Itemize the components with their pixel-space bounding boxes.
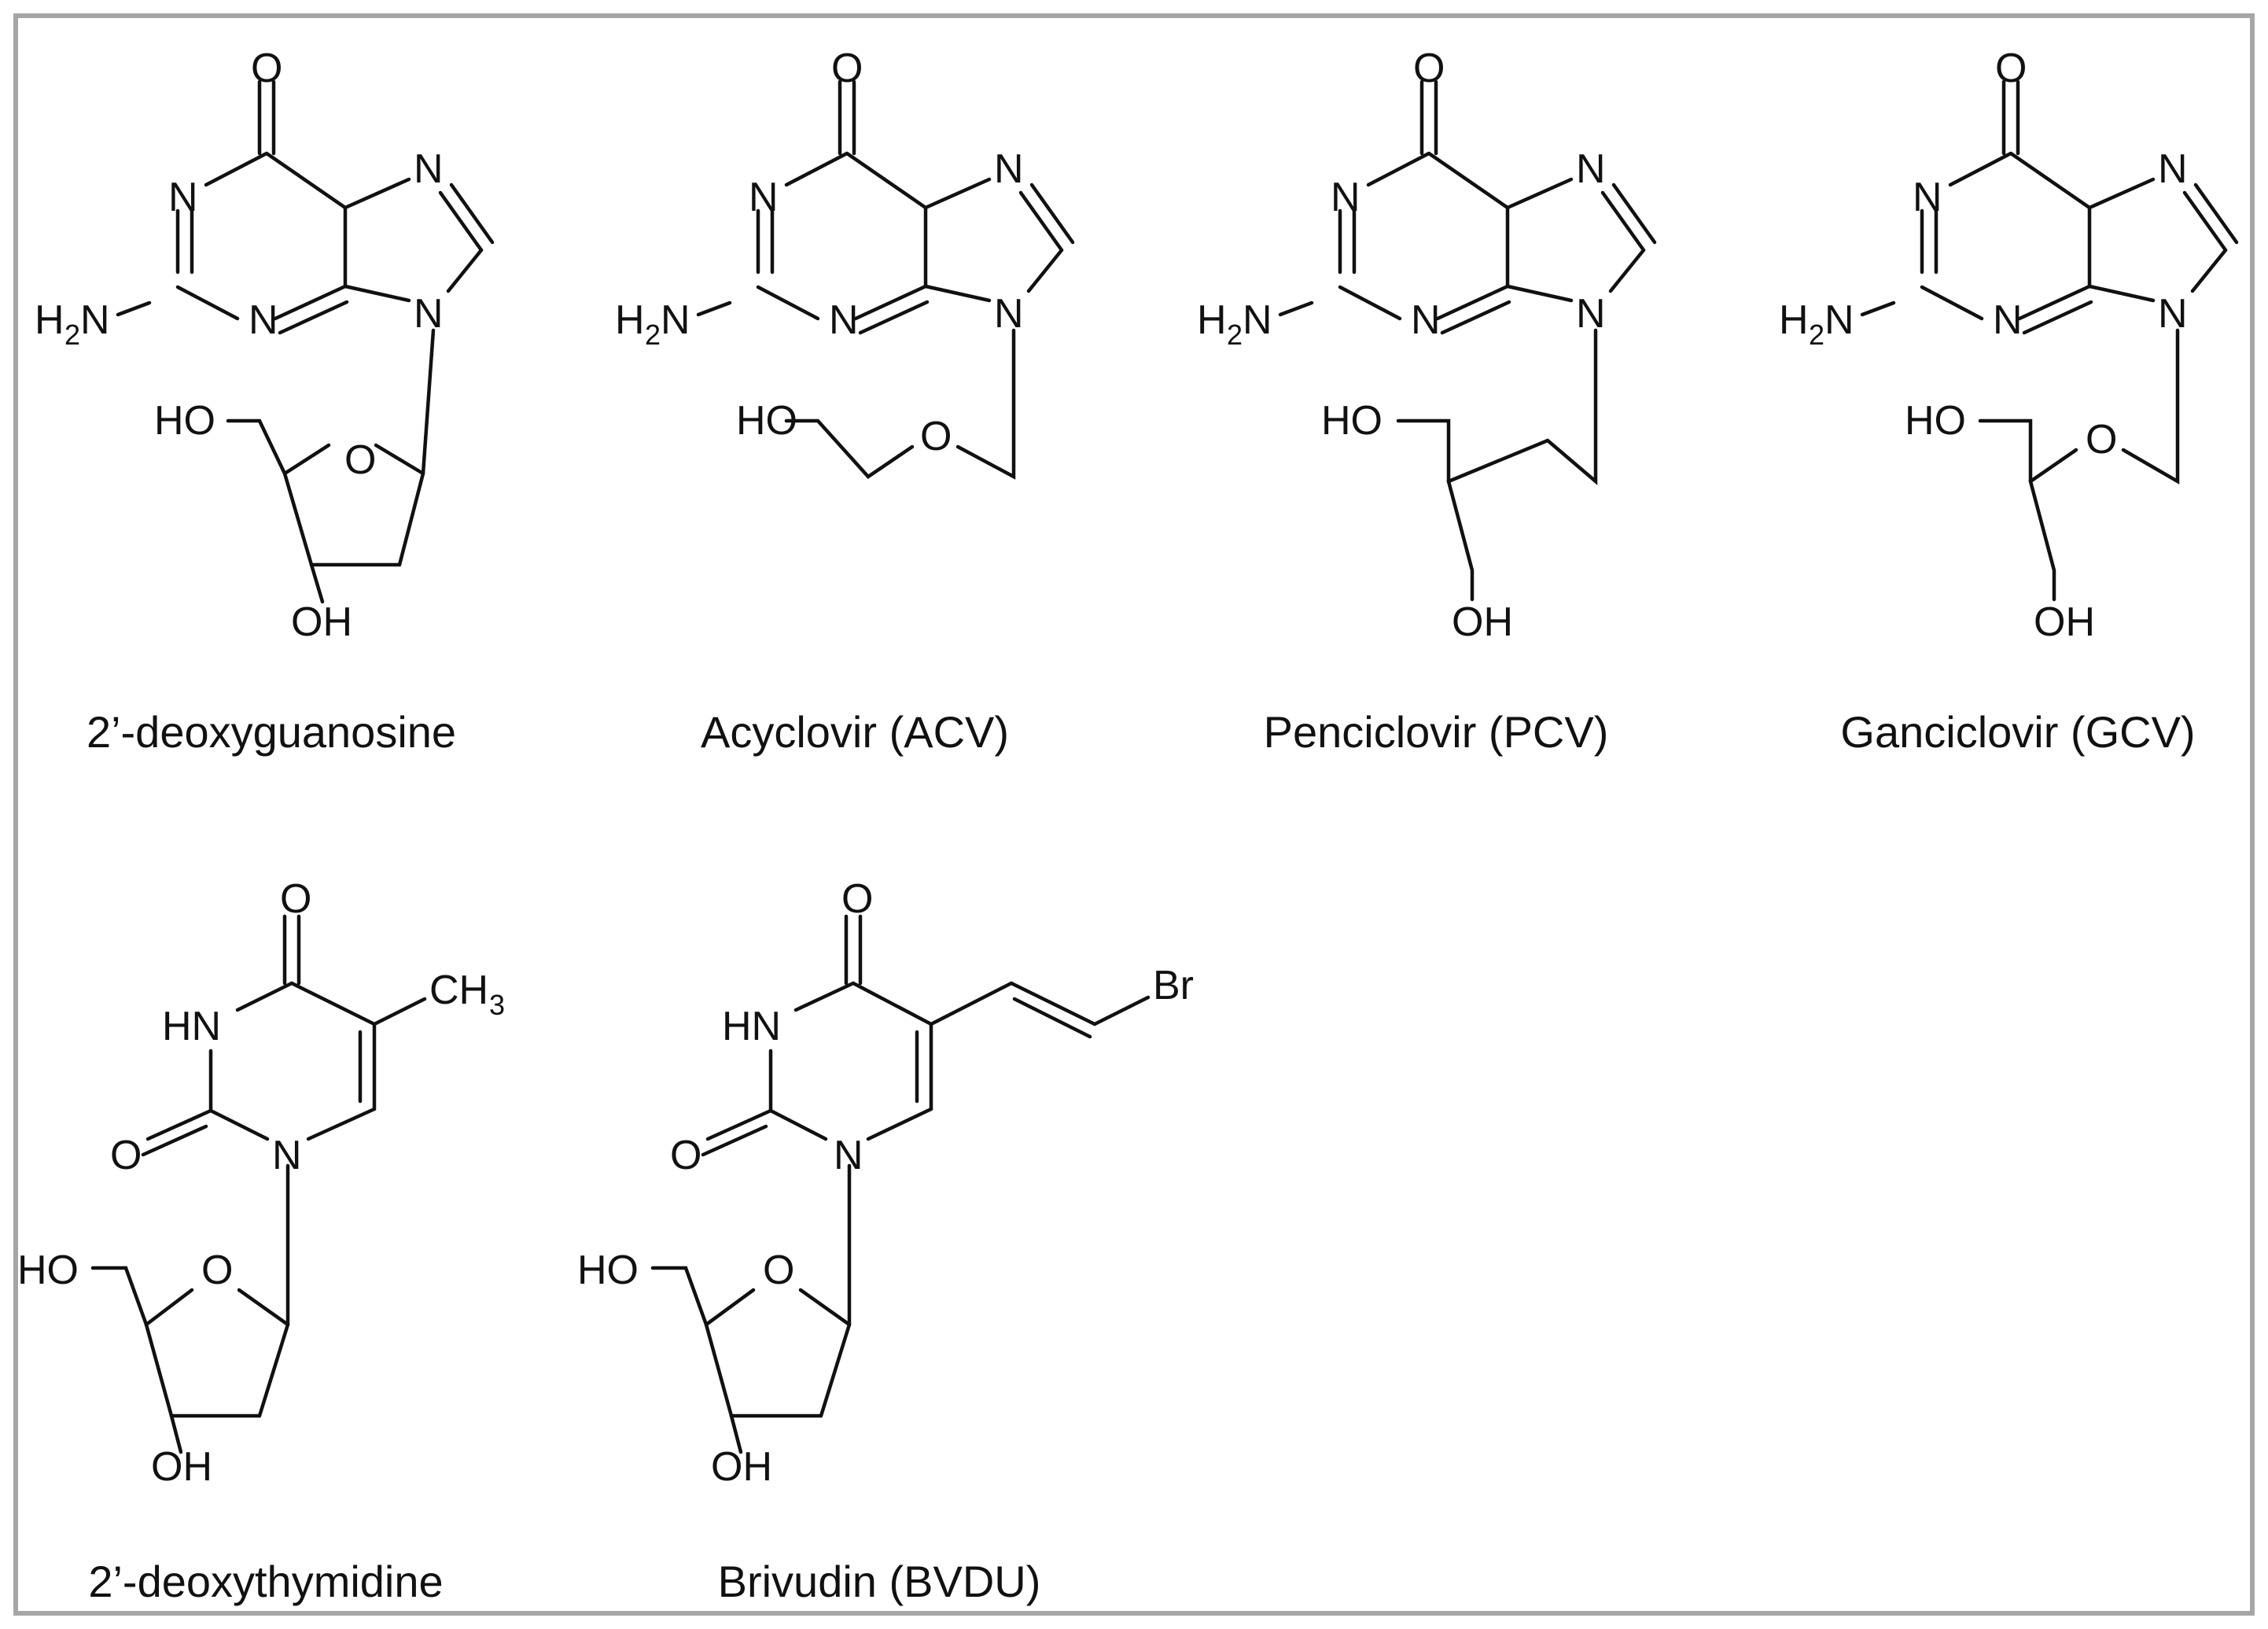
atom-label: N <box>1576 146 1606 192</box>
atom-label: N <box>1331 175 1360 220</box>
atom-label: Br <box>1153 963 1194 1008</box>
atom-label: N <box>414 146 444 192</box>
atom-label: N <box>994 291 1024 337</box>
atom-label: N <box>749 175 779 220</box>
atom-label: H <box>35 297 64 343</box>
atom-label: OH <box>151 1444 212 1490</box>
molecule-caption: 2’-deoxythymidine <box>88 1557 443 1606</box>
atom-label: N <box>2158 146 2188 192</box>
atom-label: N <box>1243 297 1272 343</box>
atom-label: N <box>2158 291 2188 337</box>
atom-label: N <box>834 1133 863 1178</box>
atom-label: HO <box>736 398 797 444</box>
atom-label: 2 <box>1809 319 1824 351</box>
molecule-penciclovir: O N N N N H 2 N HO OH Penciclovir (PCV) <box>1197 46 1657 757</box>
atom-label: 2 <box>1227 319 1243 351</box>
atom-label: N <box>1913 175 1942 220</box>
molecule-caption: 2’-deoxyguanosine <box>87 707 456 757</box>
molecule-deoxyguanosine: O N N N N O H 2 N HO OH 2’-deoxyguanosin… <box>35 46 495 757</box>
atom-label: N <box>994 146 1024 192</box>
atom-label: OH <box>711 1444 772 1490</box>
atom-label: O <box>201 1248 233 1293</box>
molecule-brivudin: O HN N O Br O HO OH Brivudin (BVDU) <box>577 876 1194 1606</box>
atom-label: HO <box>1905 398 1966 444</box>
atom-label: O <box>841 876 873 922</box>
atom-label: HN <box>722 1004 781 1049</box>
atom-label: N <box>1411 297 1441 343</box>
molecule-caption: Penciclovir (PCV) <box>1264 707 1609 757</box>
atom-label: OH <box>2034 599 2095 645</box>
atom-label: HO <box>17 1248 79 1293</box>
molecule-deoxythymidine: O HN N O CH 3 O HO OH 2’-deoxythymidine <box>17 876 505 1606</box>
atom-label: O <box>831 46 863 91</box>
atom-label: H <box>1779 297 1809 343</box>
atom-label: 2 <box>64 319 80 351</box>
atom-label: HO <box>1321 398 1383 444</box>
molecule-ganciclovir: O N N N N O H 2 N HO OH Ganciclovir (GCV… <box>1779 46 2239 757</box>
atom-label: N <box>414 291 444 337</box>
atom-label: 2 <box>645 319 661 351</box>
molecule-caption: Acyclovir (ACV) <box>701 707 1009 757</box>
atom-label: N <box>1576 291 1606 337</box>
atom-label: O <box>2086 417 2117 463</box>
atom-label: N <box>1824 297 1854 343</box>
atom-label: O <box>344 437 376 483</box>
atom-label: HN <box>162 1004 221 1049</box>
atom-label: H <box>1197 297 1227 343</box>
molecule-acyclovir: O N N N N O H 2 N HO Acyclovir (ACV) <box>615 46 1075 757</box>
atom-label: N <box>249 297 278 343</box>
atom-label: HO <box>577 1248 639 1293</box>
molecule-caption: Ganciclovir (GCV) <box>1840 707 2195 757</box>
atom-label: N <box>661 297 690 343</box>
atom-label: N <box>168 175 198 220</box>
atom-label: 3 <box>489 989 505 1021</box>
atom-label: HO <box>154 398 215 444</box>
atom-label: N <box>829 297 859 343</box>
atom-label: N <box>1993 297 2023 343</box>
atom-label: O <box>920 414 952 459</box>
atom-label: OH <box>291 599 352 645</box>
figure-border <box>13 13 2255 1616</box>
atom-label: CH <box>429 967 488 1013</box>
molecule-caption: Brivudin (BVDU) <box>718 1557 1041 1606</box>
atom-label: O <box>280 876 311 922</box>
atom-label: N <box>272 1133 302 1178</box>
atom-label: O <box>763 1248 794 1293</box>
atom-label: O <box>1413 46 1445 91</box>
atom-label: H <box>615 297 645 343</box>
atom-label: O <box>670 1133 701 1178</box>
atom-label: OH <box>1452 599 1513 645</box>
atom-label: O <box>251 46 282 91</box>
atom-label: O <box>110 1133 142 1178</box>
atom-label: O <box>1995 46 2027 91</box>
atom-label: N <box>80 297 110 343</box>
